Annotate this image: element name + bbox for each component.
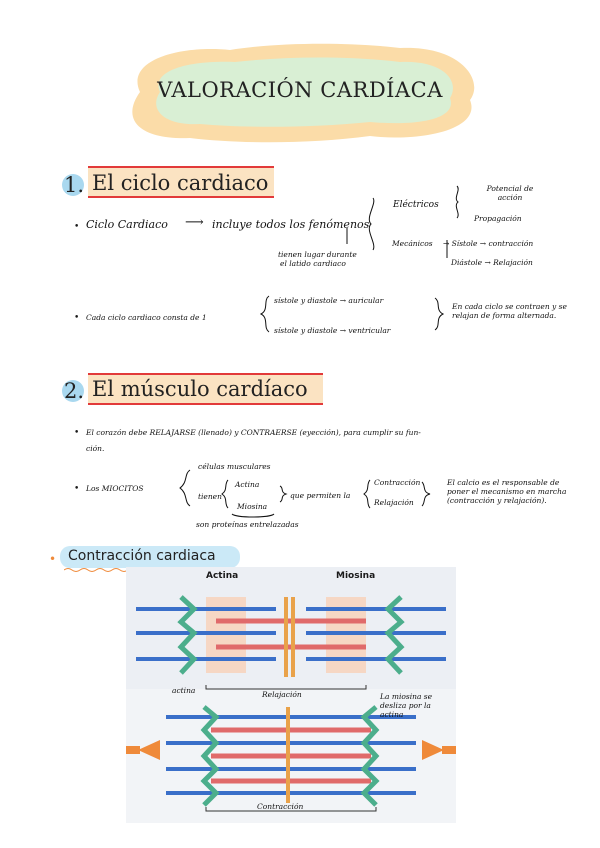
subsection-pill (60, 546, 240, 568)
sd-ventricular: sístole y diastole → ventricular (274, 326, 391, 335)
sarcomere-figure (126, 567, 456, 823)
electricos-label: Eléctricos (393, 200, 439, 210)
section2-heading: El músculo cardíaco (92, 377, 308, 401)
section1-number: 1. (64, 173, 85, 197)
section1-braces (346, 185, 459, 258)
celulas-label: células musculares (198, 462, 271, 471)
bullet: • (74, 428, 80, 438)
arrow-text: ⟶ (185, 215, 204, 230)
section1-heading: El ciclo cardiaco (92, 171, 269, 195)
permiten-label: que permiten la (290, 491, 351, 500)
proteinas-label: son proteínas entrelazadas (196, 520, 299, 529)
contracted-sarcomere (126, 705, 456, 812)
left-arrow (138, 740, 160, 760)
mecanicos-label: Mecánicos (392, 239, 433, 248)
bullet: • (74, 222, 80, 232)
title-blob (132, 43, 475, 143)
figure-label-actina-hand: actina (172, 686, 196, 695)
contraccion-label: Contracción (374, 478, 421, 487)
section-number-circle (62, 174, 84, 196)
relajacion-label: Relajación (374, 498, 414, 507)
figure-label-note: La miosina se desliza por la actina (380, 692, 433, 719)
subsection-title: Contracción cardiaca (68, 548, 216, 564)
sistole-contraccion: → Sístole → contracción (443, 239, 534, 248)
figure-label-actina: Actina (206, 571, 239, 581)
latido-text: el latido cardiaco (280, 259, 346, 268)
right-arrow (422, 740, 444, 760)
page-title: VALORACIÓN CARDÍACA (157, 78, 443, 102)
miosina-label: Miosina (237, 502, 268, 511)
section-number-circle (62, 380, 84, 402)
section2-number: 2. (64, 379, 85, 403)
tienen-lugar-text: tienen lugar durante (278, 250, 357, 259)
sd-auricular: sístole y diastole → auricular (274, 296, 384, 305)
relaxed-sarcomere (136, 595, 446, 690)
calcio-note: El calcio es el responsable de poner el … (447, 478, 567, 505)
corazon-line1: El corazón debe RELAJARSE (llenado) y CO… (86, 428, 421, 437)
section2-highlight (88, 373, 323, 405)
tienen-label: tienen (198, 492, 222, 501)
propagacion-label: Propagación (474, 214, 522, 223)
incluye-text: incluye todos los fenómenos (212, 218, 370, 231)
alternada-note: En cada ciclo se contraen y se relajan d… (452, 302, 567, 320)
section1-brace2 (259, 295, 445, 333)
figure-label-contraccion: Contracción (257, 802, 304, 811)
figure-label-miosina: Miosina (336, 571, 376, 581)
subsection-bullet: • (49, 552, 57, 566)
ciclo-cardiaco-label: Ciclo Cardiaco (86, 218, 168, 231)
bullet: • (74, 313, 80, 323)
section2-braces (179, 469, 431, 518)
diastole-relajacion: Diástole → Relajación (451, 258, 533, 267)
potencial-label: Potencial de acción (486, 184, 534, 202)
figure-label-relajacion: Relajación (262, 690, 302, 699)
corazon-line2: ción. (86, 444, 105, 453)
miocitos-label: Los MIOCITOS (86, 484, 144, 493)
section1-highlight (88, 166, 274, 198)
actina-label: Actina (235, 480, 260, 489)
bullet: • (74, 484, 80, 494)
consta-text: Cada ciclo cardiaco consta de 1 (86, 313, 207, 322)
